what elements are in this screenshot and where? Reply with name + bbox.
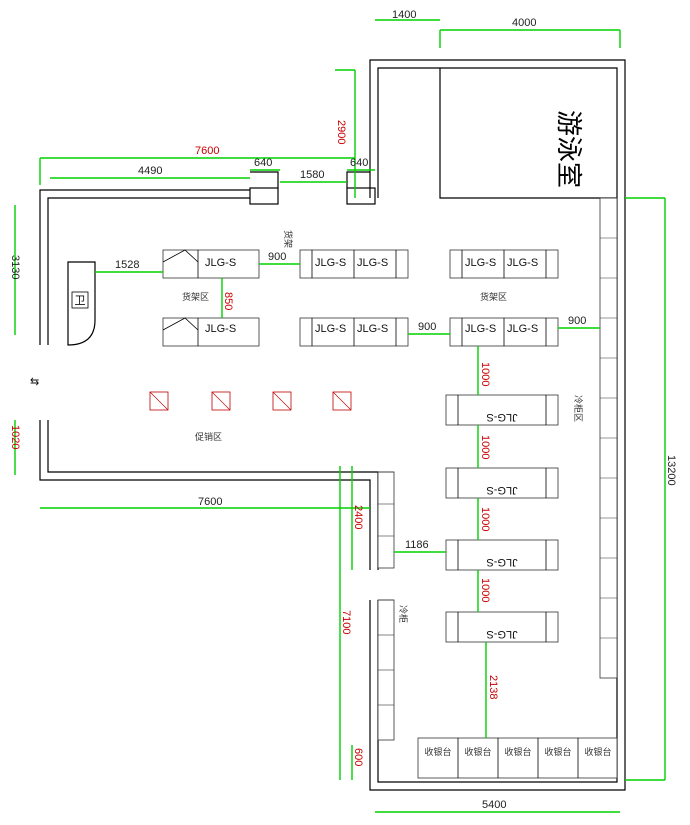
zone-promo-label: 促销区 bbox=[195, 431, 222, 443]
svg-text:收银台: 收银台 bbox=[544, 746, 571, 758]
svg-text:1000: 1000 bbox=[479, 362, 491, 386]
note-side: 冷柜 bbox=[397, 605, 409, 623]
svg-text:收银台: 收银台 bbox=[504, 746, 531, 758]
svg-text:900: 900 bbox=[418, 321, 436, 333]
svg-text:JLG-S: JLG-S bbox=[465, 257, 496, 269]
toilet-label: 卫 bbox=[75, 295, 86, 307]
svg-text:JLG-S: JLG-S bbox=[315, 257, 346, 269]
svg-text:640: 640 bbox=[350, 157, 368, 169]
svg-text:2900: 2900 bbox=[335, 120, 347, 144]
bottom-counters: 收银台 收银台 收银台 收银台 收银台 bbox=[417, 737, 618, 779]
column-a bbox=[249, 187, 279, 205]
svg-text:收银台: 收银台 bbox=[464, 746, 491, 758]
svg-text:JLG-S: JLG-S bbox=[315, 323, 346, 335]
rack-1: JLG-S bbox=[162, 249, 260, 279]
inner-wall-topleft bbox=[47, 197, 250, 345]
svg-text:600: 600 bbox=[352, 748, 364, 766]
racks-right: JLG-S JLG-S JLG-S JLG-S JLG-S JLG-S bbox=[445, 249, 559, 643]
svg-text:3130: 3130 bbox=[9, 255, 21, 279]
rack-8: JLG-S bbox=[445, 467, 559, 499]
svg-text:收银台: 收银台 bbox=[424, 746, 451, 758]
racks-left: JLG-S JLG-S JLG-S JLG-S JLG-S JLG-S bbox=[162, 249, 409, 347]
rack-6: JLG-S JLG-S bbox=[449, 317, 559, 347]
svg-text:850: 850 bbox=[222, 292, 234, 310]
toilet-box bbox=[71, 291, 89, 309]
svg-text:JLG-S: JLG-S bbox=[486, 628, 517, 640]
svg-text:JLG-S: JLG-S bbox=[507, 257, 538, 269]
svg-text:JLG-S: JLG-S bbox=[357, 257, 388, 269]
entrance-arrows: ⇆ bbox=[30, 376, 39, 388]
svg-text:1400: 1400 bbox=[392, 9, 416, 21]
promo-boxes bbox=[149, 391, 352, 411]
rack-9: JLG-S bbox=[445, 539, 559, 571]
svg-text:JLG-S: JLG-S bbox=[507, 323, 538, 335]
rack-3: JLG-S JLG-S bbox=[299, 249, 409, 279]
wall-shelf-right bbox=[599, 197, 618, 679]
svg-text:收银台: 收银台 bbox=[584, 746, 611, 758]
svg-text:900: 900 bbox=[268, 251, 286, 263]
svg-text:4490: 4490 bbox=[138, 165, 162, 177]
counter-row bbox=[417, 737, 618, 779]
svg-text:1000: 1000 bbox=[479, 578, 491, 602]
svg-text:1528: 1528 bbox=[115, 259, 139, 271]
zone-right-label: 货架区 bbox=[480, 291, 507, 303]
rack-5: JLG-S JLG-S bbox=[449, 249, 559, 279]
walls bbox=[39, 59, 626, 791]
zone-side-label: 冷柜区 bbox=[572, 395, 584, 422]
toilet-block: 卫 bbox=[67, 261, 96, 346]
svg-text:JLG-S: JLG-S bbox=[486, 484, 517, 496]
svg-text:7100: 7100 bbox=[340, 610, 352, 634]
svg-text:1580: 1580 bbox=[300, 169, 324, 181]
outer-wall-right bbox=[369, 59, 626, 791]
dimension-lines bbox=[14, 19, 666, 813]
svg-text:7600: 7600 bbox=[198, 496, 222, 508]
svg-text:900: 900 bbox=[568, 315, 586, 327]
pool-label: 游泳室 bbox=[553, 110, 583, 188]
svg-text:JLG-S: JLG-S bbox=[205, 257, 236, 269]
zone-left-label: 货架区 bbox=[182, 291, 209, 303]
svg-text:7600: 7600 bbox=[195, 145, 219, 157]
outer-wall-bottomleft bbox=[39, 420, 371, 570]
outer-wall-topleft bbox=[39, 189, 250, 345]
svg-text:2400: 2400 bbox=[352, 505, 364, 529]
column-b bbox=[346, 187, 376, 205]
svg-text:640: 640 bbox=[254, 157, 272, 169]
pool-room-wall bbox=[439, 68, 617, 199]
svg-text:2138: 2138 bbox=[487, 675, 499, 699]
svg-text:1020: 1020 bbox=[9, 425, 21, 449]
column-b-top bbox=[346, 171, 370, 188]
svg-text:1186: 1186 bbox=[405, 539, 429, 551]
svg-text:JLG-S: JLG-S bbox=[205, 323, 236, 335]
wall-shelf-lower bbox=[377, 471, 395, 741]
rack-2: JLG-S bbox=[162, 317, 260, 347]
rack-10: JLG-S bbox=[445, 611, 559, 643]
svg-text:4000: 4000 bbox=[512, 17, 536, 29]
rack-4: JLG-S JLG-S bbox=[299, 317, 409, 347]
rack-7: JLG-S bbox=[445, 394, 559, 426]
svg-text:13200: 13200 bbox=[665, 455, 677, 486]
svg-text:JLG-S: JLG-S bbox=[357, 323, 388, 335]
svg-text:JLG-S: JLG-S bbox=[486, 556, 517, 568]
svg-text:1000: 1000 bbox=[479, 507, 491, 531]
toilet-outline bbox=[67, 261, 96, 346]
svg-text:5400: 5400 bbox=[482, 799, 506, 811]
svg-text:JLG-S: JLG-S bbox=[465, 323, 496, 335]
note-mid: 货架 bbox=[282, 230, 294, 248]
svg-text:1000: 1000 bbox=[479, 435, 491, 459]
column-a-top bbox=[250, 171, 279, 188]
svg-text:JLG-S: JLG-S bbox=[486, 411, 517, 423]
dimension-labels: 1400 4000 2900 7600 4490 640 1580 640 31… bbox=[9, 9, 677, 811]
